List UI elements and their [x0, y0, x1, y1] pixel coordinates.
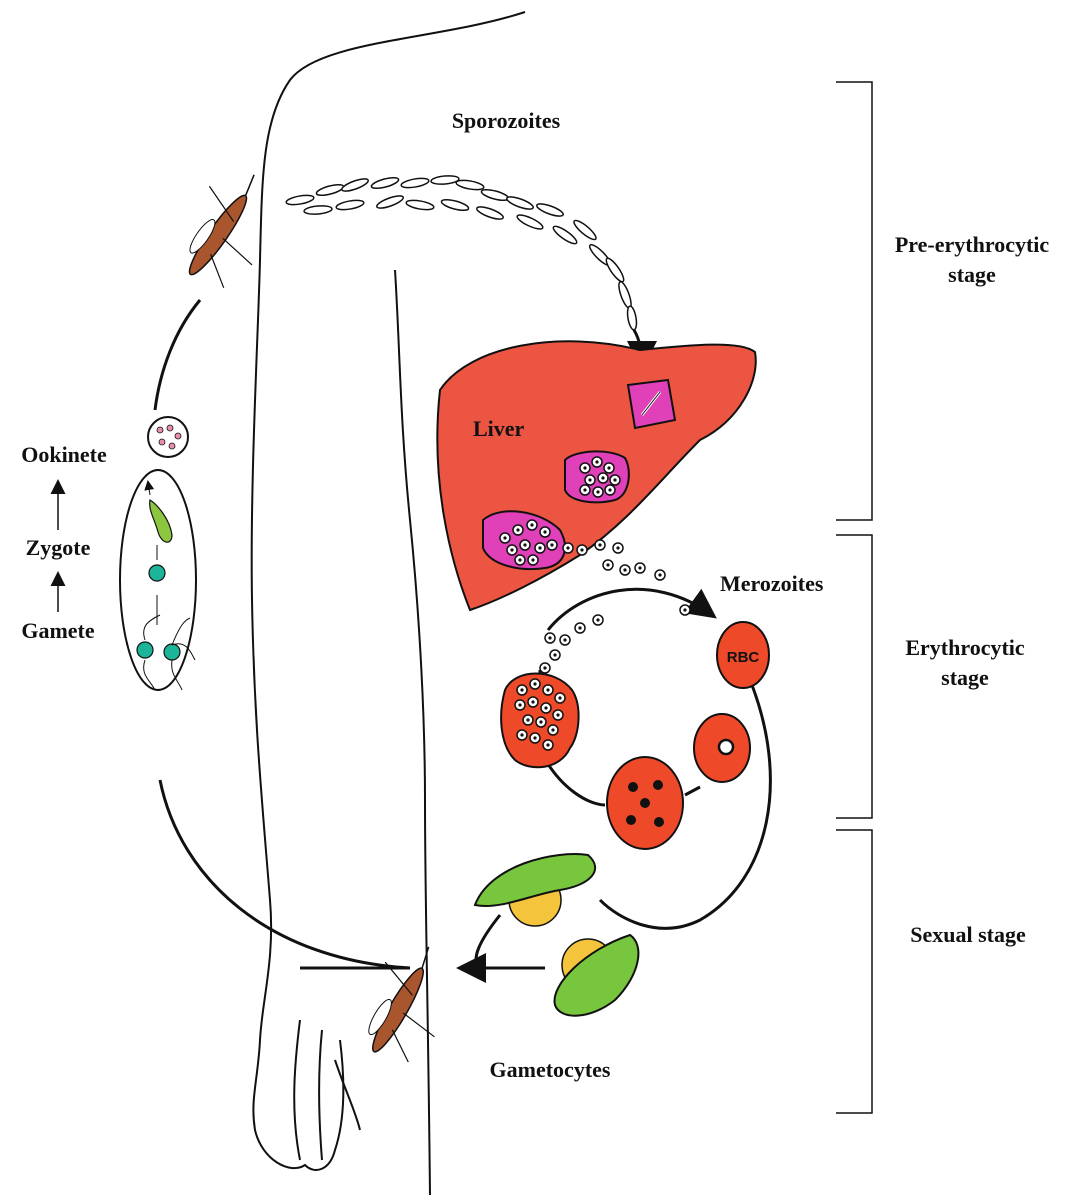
pre-erythrocytic-line2: stage: [895, 260, 1049, 290]
merozoite-nucleus: [518, 558, 521, 561]
merozoite-nucleus: [588, 478, 591, 481]
merozoite-nucleus: [518, 703, 521, 706]
merozoite-nucleus: [543, 666, 546, 669]
merozoite-nucleus: [530, 523, 533, 526]
ookinete-label: Ookinete: [21, 444, 107, 466]
merozoite-nucleus: [520, 733, 523, 736]
merozoite-nucleus: [596, 618, 599, 621]
merozoite-nucleus: [546, 688, 549, 691]
gametocytes-label: Gametocytes: [490, 1059, 611, 1081]
merozoite-nucleus: [553, 653, 556, 656]
merozoite-nucleus: [550, 543, 553, 546]
merozoite-nucleus: [544, 706, 547, 709]
oocyst-circle: [148, 417, 188, 457]
merozoite-nucleus: [558, 696, 561, 699]
merozoite-nucleus: [526, 718, 529, 721]
rbc-label: RBC: [727, 649, 760, 666]
merozoite-nucleus: [503, 536, 506, 539]
merozoite-nucleus: [595, 460, 598, 463]
gamete-label: Gamete: [21, 620, 94, 642]
merozoite-nucleus: [608, 488, 611, 491]
gamete-dot-2: [164, 644, 180, 660]
erythrocytic-stage-label: Erythrocytic stage: [905, 633, 1024, 692]
sexual-line1: Sexual stage: [910, 920, 1026, 950]
rbc-trophozoite-stage: [607, 757, 683, 849]
merozoite-nucleus: [510, 548, 513, 551]
sexual-stage-label: Sexual stage: [910, 920, 1026, 950]
sexual-bracket: [836, 830, 872, 1113]
pre-erythrocytic-stage-label: Pre-erythrocytic stage: [895, 230, 1049, 289]
pre-erythrocytic-bracket: [836, 82, 872, 520]
erythrocytic-bracket: [836, 535, 872, 818]
merozoite-nucleus: [596, 490, 599, 493]
rbc-ring-stage: [694, 714, 750, 782]
liver-organ: [437, 341, 755, 610]
merozoite-nucleus: [616, 546, 619, 549]
merozoite-nucleus: [578, 626, 581, 629]
merozoite-nucleus: [658, 573, 661, 576]
merozoite-nucleus: [601, 476, 604, 479]
merozoites-label: Merozoites: [720, 573, 823, 595]
merozoite-nucleus: [683, 608, 686, 611]
merozoite-nucleus: [580, 548, 583, 551]
merozoite-nucleus: [623, 568, 626, 571]
merozoite-nucleus: [606, 563, 609, 566]
merozoite-nucleus: [598, 543, 601, 546]
merozoite-nucleus: [546, 743, 549, 746]
merozoite-nucleus: [533, 682, 536, 685]
pre-erythrocytic-line1: Pre-erythrocytic: [895, 230, 1049, 260]
merozoite-nucleus: [566, 546, 569, 549]
erythrocytic-line1: Erythrocytic: [905, 633, 1024, 663]
zygote-dot: [149, 565, 165, 581]
sporozoites-label: Sporozoites: [452, 110, 560, 132]
merozoite-nucleus: [607, 466, 610, 469]
merozoite-nucleus: [548, 636, 551, 639]
mosquito-lower-icon: [344, 932, 472, 1074]
merozoite-nucleus: [583, 488, 586, 491]
merozoite-nucleus: [551, 728, 554, 731]
merozoite-nucleus: [539, 720, 542, 723]
merozoite-nucleus: [531, 558, 534, 561]
stage-brackets: [836, 82, 872, 1113]
merozoite-nucleus: [533, 736, 536, 739]
merozoite-nucleus: [613, 478, 616, 481]
sporozoite-stream: [286, 175, 639, 331]
midgut-oval: [120, 417, 196, 690]
merozoite-nucleus: [516, 528, 519, 531]
mosquito-upper-icon: [162, 158, 295, 301]
merozoite-nucleus: [520, 688, 523, 691]
merozoite-nucleus: [523, 543, 526, 546]
liver-label: Liver: [473, 418, 524, 440]
merozoite-nucleus: [583, 466, 586, 469]
merozoite-nucleus: [556, 713, 559, 716]
gametocyte-upper: [475, 854, 595, 926]
zygote-label: Zygote: [26, 537, 91, 559]
merozoite-nucleus: [531, 700, 534, 703]
gametocyte-lower: [555, 935, 639, 1016]
merozoite-nucleus: [638, 566, 641, 569]
gamete-dot-1: [137, 642, 153, 658]
merozoite-nucleus: [563, 638, 566, 641]
merozoite-nucleus: [538, 546, 541, 549]
erythrocytic-line2: stage: [905, 663, 1024, 693]
merozoite-nucleus: [543, 530, 546, 533]
